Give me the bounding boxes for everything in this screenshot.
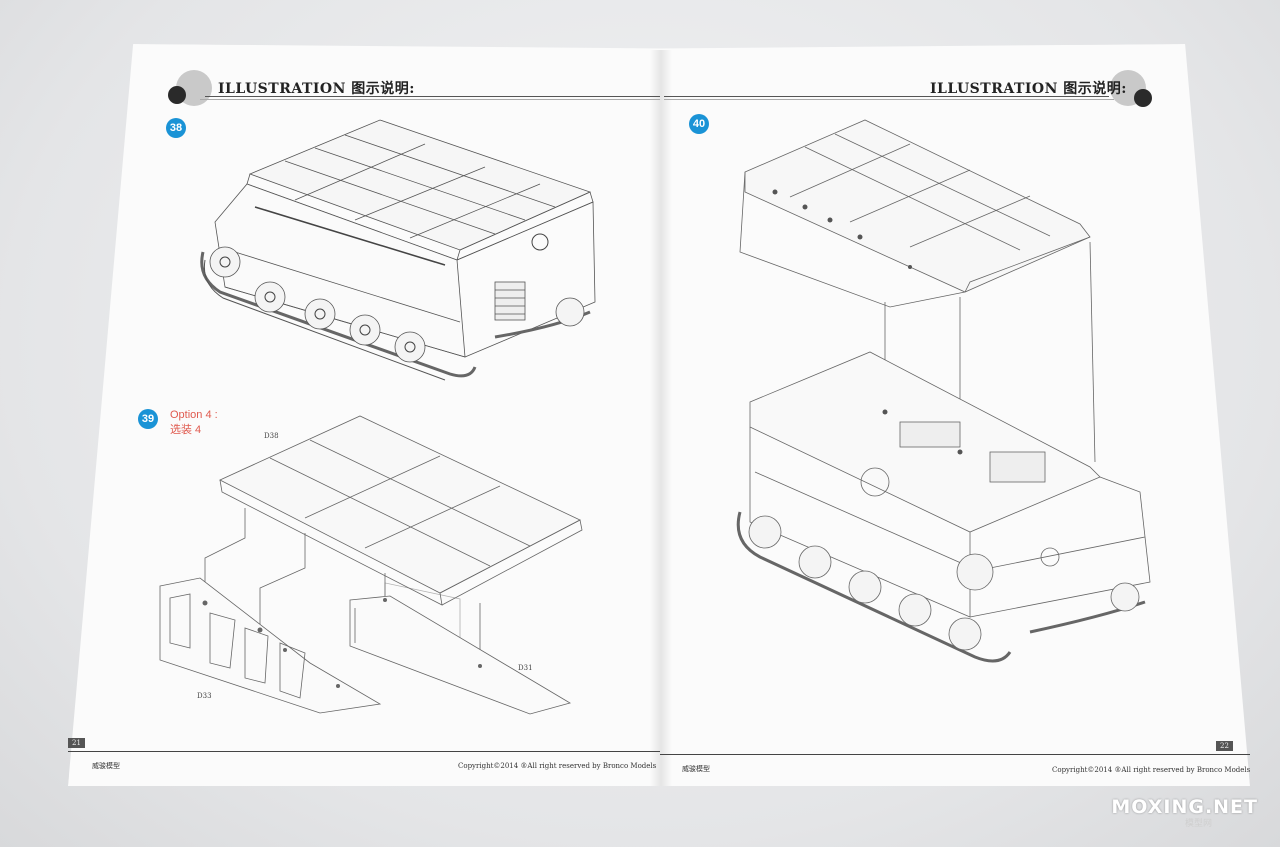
watermark-main: MOXING.NET bbox=[1111, 796, 1258, 818]
header-rule bbox=[200, 99, 660, 100]
step-38-badge: 38 bbox=[166, 118, 186, 138]
book-gutter bbox=[650, 50, 672, 786]
left-page-header: ILLUSTRATION 图示说明: bbox=[218, 81, 415, 97]
step-39-badge: 39 bbox=[138, 409, 158, 429]
left-page-number: 21 bbox=[68, 738, 85, 748]
step-40-badge: 40 bbox=[689, 114, 709, 134]
left-footer-copyright: Copyright©2014 ®All right reserved by Br… bbox=[458, 762, 657, 770]
footer-rule bbox=[660, 754, 1250, 755]
watermark-sub: 模型网 bbox=[1184, 819, 1212, 829]
watermark: MOXING.NET 模型网 bbox=[1111, 796, 1258, 829]
header-rule bbox=[205, 96, 660, 97]
option-label: Option 4 : 选装 4 bbox=[170, 408, 218, 438]
header-dot-left bbox=[168, 86, 186, 104]
header-rule bbox=[664, 99, 1114, 100]
right-page-header: ILLUSTRATION 图示说明: bbox=[930, 81, 1127, 97]
part-label-d31: D31 bbox=[518, 664, 533, 672]
part-label-d38: D38 bbox=[264, 432, 279, 440]
step-38-vehicle-drawing bbox=[200, 119, 596, 381]
option-label-en: Option 4 : bbox=[170, 409, 218, 421]
part-label-d33: D33 bbox=[197, 692, 212, 700]
right-footer-copyright: Copyright©2014 ®All right reserved by Br… bbox=[1052, 766, 1251, 774]
left-footer-brand: 威骏模型 bbox=[92, 762, 120, 770]
right-page-number: 22 bbox=[1216, 741, 1233, 751]
step-39-canopy-drawing: D38 D33 D31 bbox=[159, 415, 583, 715]
step-40-vehicle-drawing bbox=[736, 119, 1151, 663]
option-label-cn: 选装 4 bbox=[170, 424, 202, 436]
header-rule bbox=[664, 96, 1109, 97]
footer-rule bbox=[68, 751, 660, 752]
header-dot-right bbox=[1134, 89, 1152, 107]
right-footer-brand: 威骏模型 bbox=[682, 765, 710, 773]
